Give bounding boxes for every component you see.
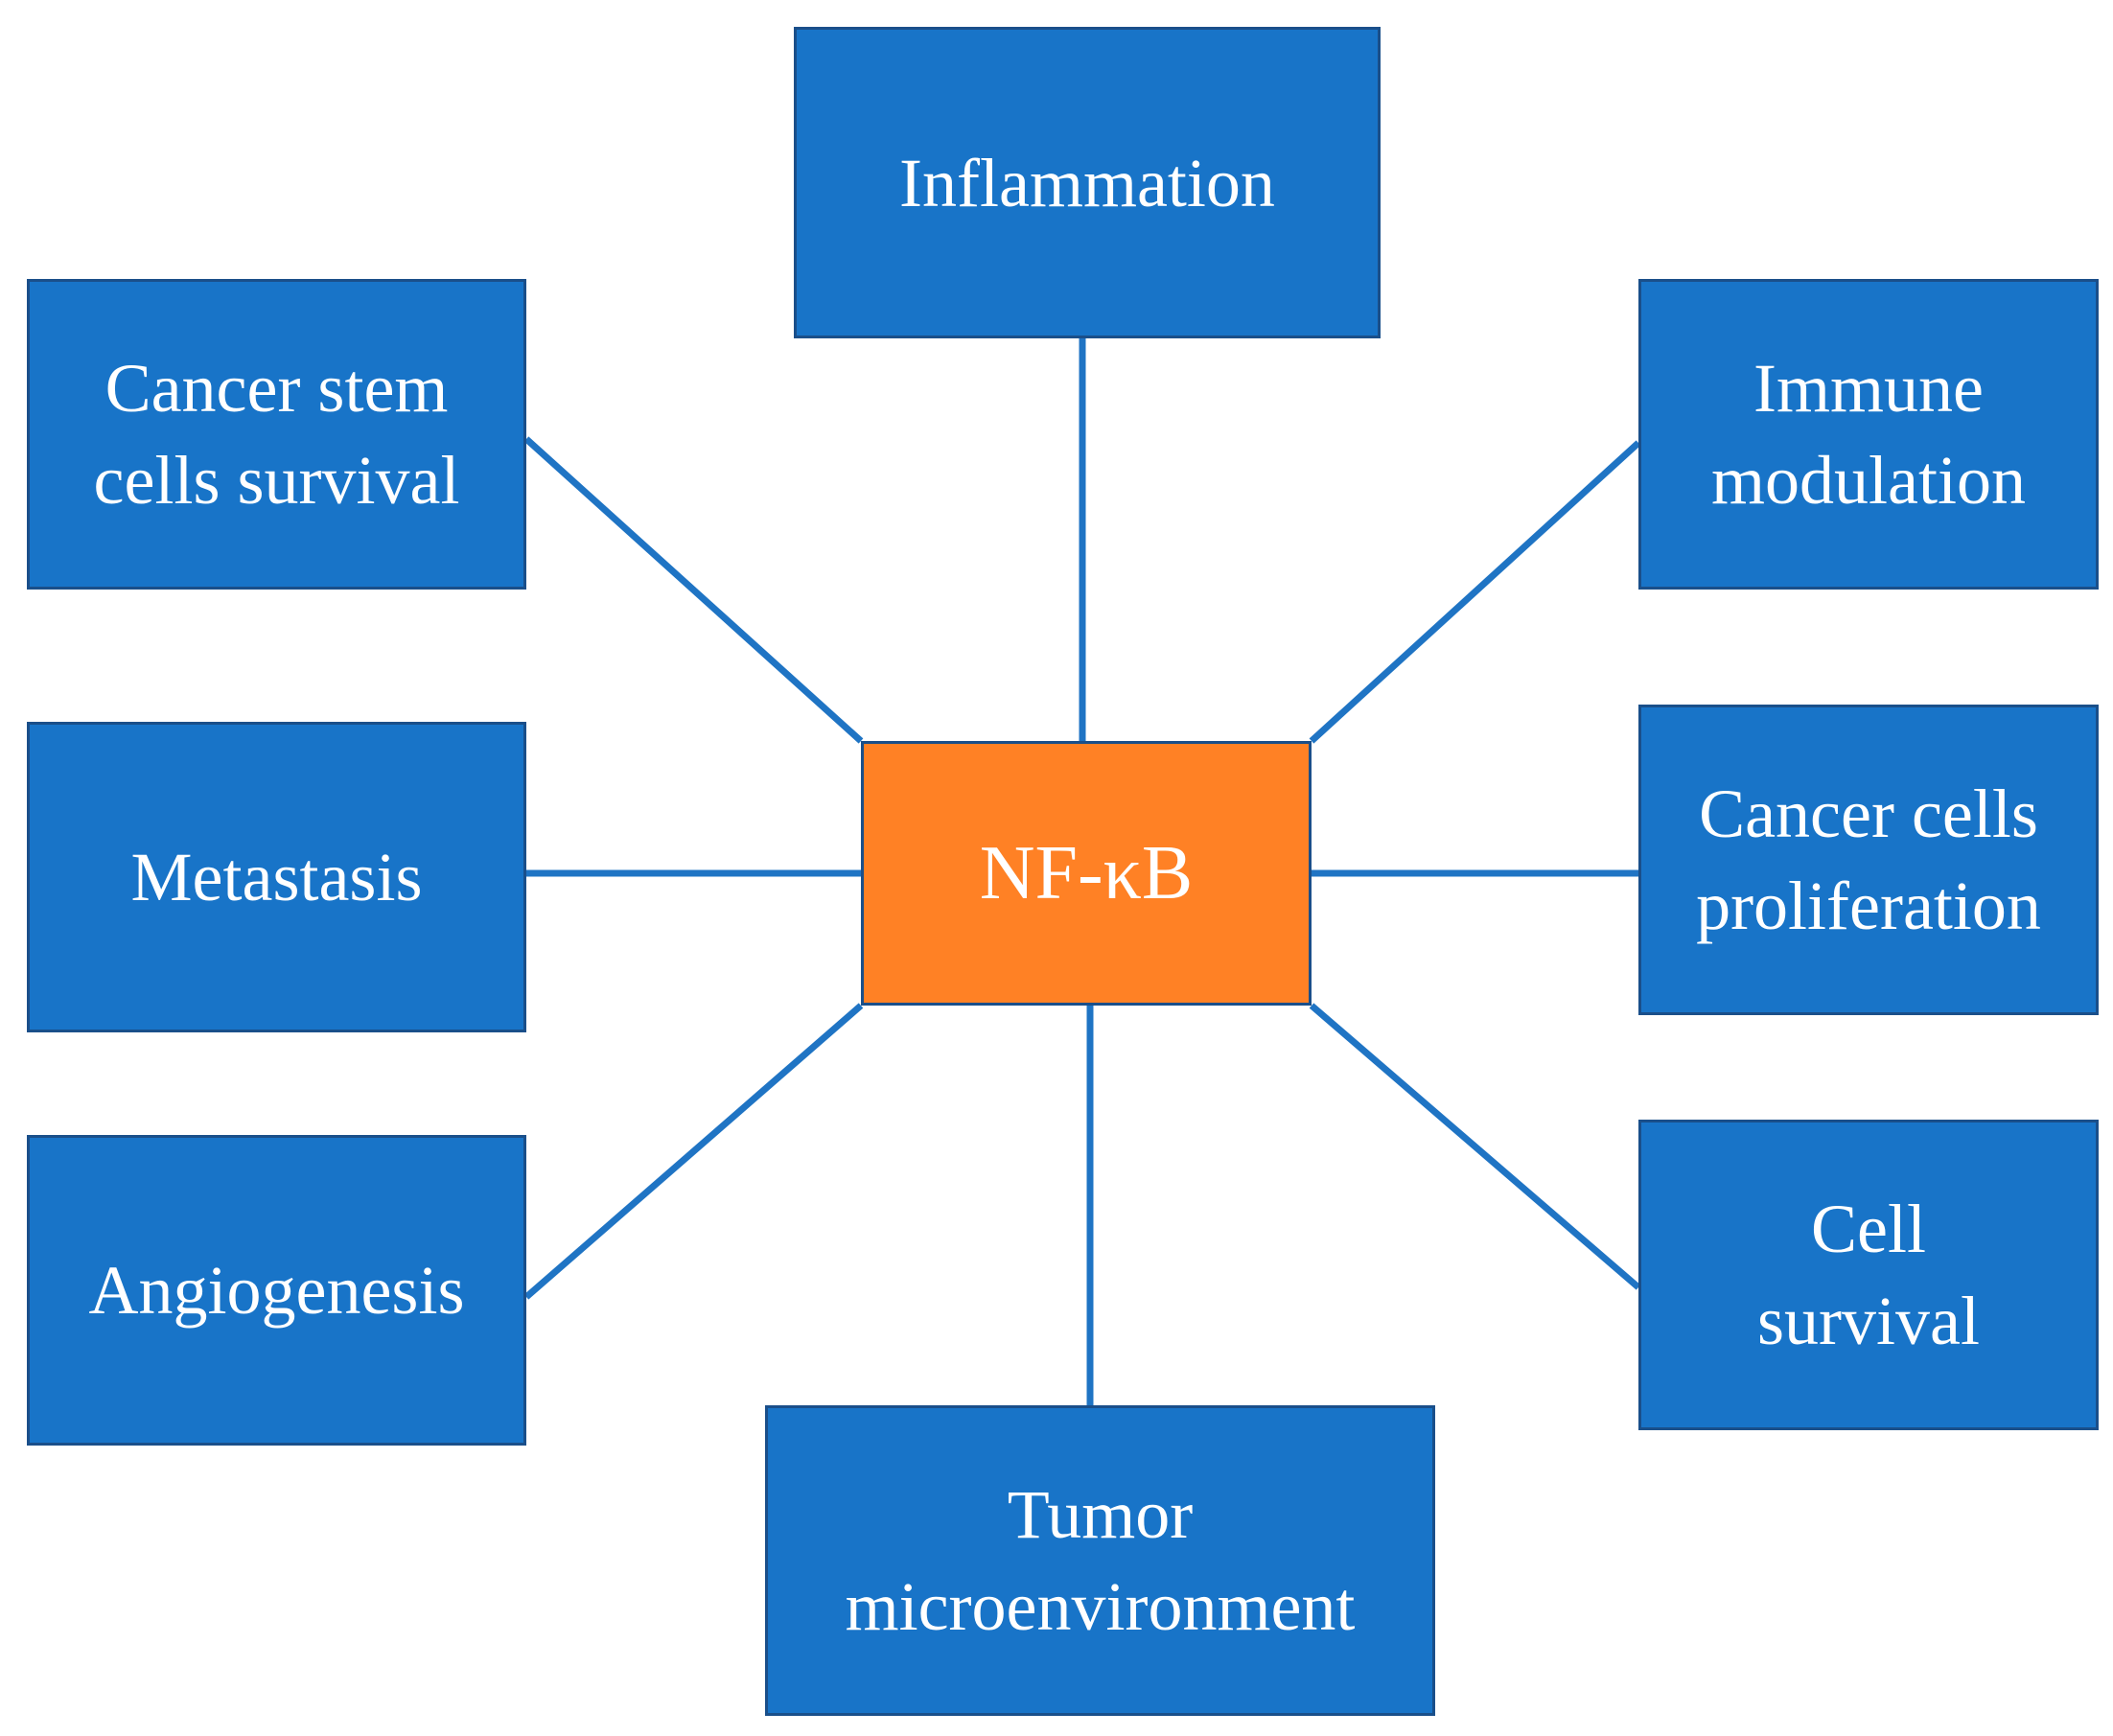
node-label: Inflammation xyxy=(899,137,1275,229)
node-cancer-stem-cells-survival: Cancer stem cells survival xyxy=(27,279,526,590)
node-label-line: microenvironment xyxy=(845,1568,1356,1645)
node-cell-survival: Cell survival xyxy=(1638,1120,2099,1430)
node-cancer-cells-proliferation: Cancer cells proliferation xyxy=(1638,705,2099,1015)
connector-angiogenesis xyxy=(523,1003,864,1300)
node-label: Angiogenesis xyxy=(89,1244,465,1336)
node-label-line: Tumor xyxy=(1007,1476,1194,1553)
center-label: NF-κB xyxy=(979,831,1194,915)
node-label-line: Immune xyxy=(1753,350,1984,427)
node-immune-modulation: Immune modulation xyxy=(1638,279,2099,590)
node-nf-kb-center: NF-κB xyxy=(861,741,1312,1006)
node-inflammation: Inflammation xyxy=(794,27,1381,338)
node-tumor-microenvironment: Tumor microenvironment xyxy=(765,1405,1435,1716)
node-angiogenesis: Angiogenesis xyxy=(27,1135,526,1446)
connector-cancer-stem-cells-survival xyxy=(523,436,864,744)
node-label: Cancer cells proliferation xyxy=(1696,768,2041,952)
node-label: Cancer stem cells survival xyxy=(94,342,460,526)
node-label-line: modulation xyxy=(1711,442,2026,519)
node-label-line: Cancer stem xyxy=(104,350,449,427)
node-label: Metastasis xyxy=(131,831,423,923)
node-label-line: survival xyxy=(1757,1283,1980,1359)
node-metastasis: Metastasis xyxy=(27,722,526,1032)
node-label-line: Inflammation xyxy=(899,144,1275,221)
node-label: Cell survival xyxy=(1757,1183,1980,1367)
node-label: Tumor microenvironment xyxy=(846,1469,1356,1653)
connector-immune-modulation xyxy=(1309,440,1641,744)
node-label-line: Metastasis xyxy=(130,839,423,915)
node-label-line: Cancer cells xyxy=(1699,775,2038,852)
node-label-line: proliferation xyxy=(1696,868,2041,944)
node-label-line: Cell xyxy=(1811,1191,1926,1267)
node-label: Immune modulation xyxy=(1711,342,2026,526)
connector-cell-survival xyxy=(1309,1003,1641,1290)
node-label-line: cells survival xyxy=(93,442,460,519)
node-label-line: Angiogenesis xyxy=(88,1252,465,1329)
